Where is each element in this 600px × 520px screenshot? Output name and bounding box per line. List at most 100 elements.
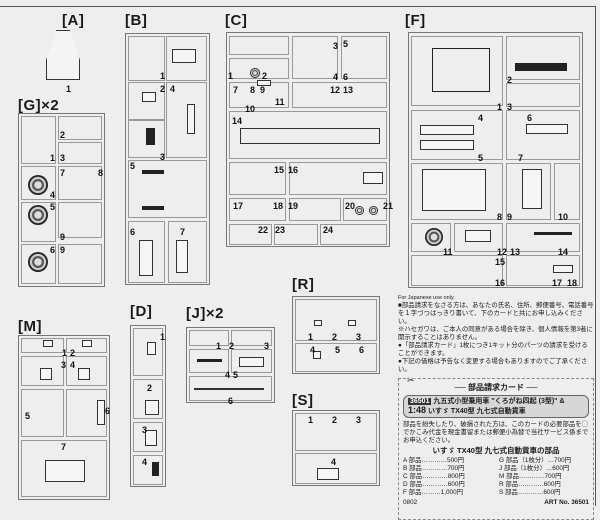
sprue-cell bbox=[506, 36, 580, 80]
sprue-cell bbox=[554, 163, 580, 220]
part-drawing bbox=[257, 80, 271, 86]
part-drawing bbox=[240, 128, 380, 144]
part-number: 3 bbox=[356, 415, 362, 425]
part-drawing bbox=[97, 400, 105, 425]
part-number: 14 bbox=[232, 116, 243, 126]
part-number: 5 bbox=[50, 202, 56, 212]
part-number: 1 bbox=[216, 341, 222, 351]
sprue-cell bbox=[128, 82, 165, 120]
part-number: 21 bbox=[383, 201, 394, 211]
part-drawing bbox=[82, 340, 92, 347]
part-number: 5 bbox=[478, 153, 484, 163]
sprue-cell bbox=[341, 36, 387, 79]
part-number: 6 bbox=[50, 245, 56, 255]
sprue-cell bbox=[292, 36, 338, 79]
page-border-top bbox=[0, 6, 596, 7]
sprue-cell bbox=[66, 338, 107, 353]
part-number: 23 bbox=[275, 225, 286, 235]
part-number: 9 bbox=[507, 212, 513, 222]
sprue-cell bbox=[21, 389, 64, 437]
part-number: 1 bbox=[62, 348, 68, 358]
part-number: 2 bbox=[262, 71, 268, 81]
note-3: ●「部品請求カード」1枚につき1キット分のパーツの請求を受けることができます。 bbox=[398, 342, 588, 357]
part-number: 5 bbox=[25, 411, 31, 421]
part-number: 1 bbox=[66, 84, 72, 94]
sprue-cell bbox=[295, 343, 377, 372]
part-drawing bbox=[465, 230, 491, 242]
sprue-cell bbox=[229, 224, 272, 245]
sprue-cell bbox=[66, 356, 107, 386]
part-number: 14 bbox=[558, 247, 569, 257]
sprue-cell bbox=[189, 330, 229, 346]
part-number: 12 bbox=[497, 247, 508, 257]
part-number: 12 bbox=[330, 85, 341, 95]
sprue-cell bbox=[58, 116, 102, 140]
part-number: 4 bbox=[310, 345, 316, 355]
sprue-frame-m bbox=[18, 335, 110, 500]
sprue-cell bbox=[411, 110, 503, 160]
wheel-drawing bbox=[250, 68, 260, 78]
part-number: 3 bbox=[507, 102, 513, 112]
sprue-cell bbox=[133, 455, 163, 485]
part-drawing bbox=[46, 30, 80, 80]
part-number: 3 bbox=[356, 332, 362, 342]
price-item: B 部品…………700円 bbox=[403, 465, 465, 472]
sprue-cell bbox=[21, 338, 64, 353]
sprue-cell bbox=[21, 166, 56, 200]
part-number: 4 bbox=[331, 457, 337, 467]
part-number: 10 bbox=[245, 104, 256, 114]
part-drawing bbox=[45, 460, 85, 482]
part-number: 18 bbox=[567, 278, 578, 288]
part-number: 4 bbox=[50, 190, 56, 200]
part-drawing bbox=[422, 169, 486, 211]
part-number: 7 bbox=[61, 442, 67, 452]
price-item: A 部品…………500円 bbox=[403, 457, 465, 464]
note-2: ※ハセガワは、ご本人の同意がある場合を除き、個人情報を第3者に開示することはあり… bbox=[398, 326, 593, 341]
sprue-cell bbox=[189, 376, 272, 401]
sprue-frame-r bbox=[292, 296, 380, 374]
sprue-cell bbox=[58, 142, 102, 164]
part-number: 6 bbox=[228, 396, 234, 406]
sprue-cell bbox=[506, 255, 580, 286]
sprue-frame-s bbox=[292, 410, 380, 486]
part-number: 5 bbox=[343, 39, 349, 49]
price-item: J 部品（1枚分）…600円 bbox=[499, 465, 570, 472]
card-title: ── 部品請求カード ── bbox=[454, 383, 538, 392]
part-number: 2 bbox=[332, 332, 338, 342]
sprue-cell bbox=[133, 422, 163, 452]
sprue-cell bbox=[295, 413, 377, 451]
part-number: 20 bbox=[345, 201, 356, 211]
parts-order-info: For Japanese use only. ■部品請求をなさる方は、あなたの氏… bbox=[398, 294, 594, 520]
price-item: S 部品…………600円 bbox=[499, 489, 561, 496]
kit-box: 36501 九五式小型乗用車 "くろがね四起 (3型)" & 1:48 いすゞ … bbox=[403, 395, 589, 418]
part-drawing bbox=[314, 320, 322, 326]
part-number: 8 bbox=[497, 212, 503, 222]
part-drawing bbox=[43, 340, 53, 347]
part-number: 18 bbox=[273, 201, 284, 211]
page-border-right bbox=[595, 6, 596, 506]
sprue-frame-d bbox=[130, 325, 166, 487]
sprue-frame-j bbox=[186, 327, 275, 403]
sprue-cell bbox=[168, 221, 207, 283]
part-drawing bbox=[145, 430, 157, 446]
price-item: D 部品…………600円 bbox=[403, 481, 465, 488]
part-drawing bbox=[526, 124, 568, 134]
sprue-cell bbox=[229, 198, 286, 221]
part-drawing bbox=[172, 49, 196, 63]
sprue-cell bbox=[21, 244, 56, 284]
part-drawing bbox=[40, 368, 52, 380]
price-item: C 部品…………800円 bbox=[403, 473, 465, 480]
part-number: 3 bbox=[160, 152, 166, 162]
sprue-frame-b bbox=[125, 33, 210, 285]
part-number: 13 bbox=[510, 247, 521, 257]
sprue-cell bbox=[320, 224, 387, 245]
wheel-drawing bbox=[28, 252, 48, 272]
part-number: 1 bbox=[160, 332, 166, 342]
sprue-frame-c bbox=[226, 32, 390, 247]
part-drawing bbox=[197, 359, 222, 362]
part-number: 7 bbox=[180, 227, 186, 237]
wheel-drawing bbox=[369, 206, 378, 215]
sprue-cell bbox=[292, 82, 387, 108]
part-drawing bbox=[142, 170, 164, 174]
sprue-cell bbox=[229, 162, 286, 195]
